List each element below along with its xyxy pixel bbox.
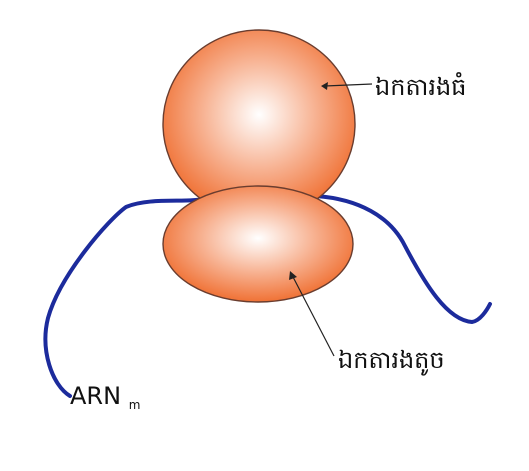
small-subunit-label: ឯកតារងតូច <box>338 346 445 376</box>
small-subunit-shape <box>162 185 354 303</box>
large-subunit-label: ឯកតារងធំ <box>375 72 466 101</box>
small-subunit-pointer-arrowhead <box>289 271 297 280</box>
small-subunit-pointer <box>291 274 335 357</box>
mrna-label: ARN m <box>70 382 140 412</box>
large-subunit-pointer-arrowhead <box>321 82 328 90</box>
mrna-label-sub: m <box>129 398 141 412</box>
large-subunit-pointer <box>324 83 373 87</box>
mrna-label-main: ARN <box>70 382 121 410</box>
